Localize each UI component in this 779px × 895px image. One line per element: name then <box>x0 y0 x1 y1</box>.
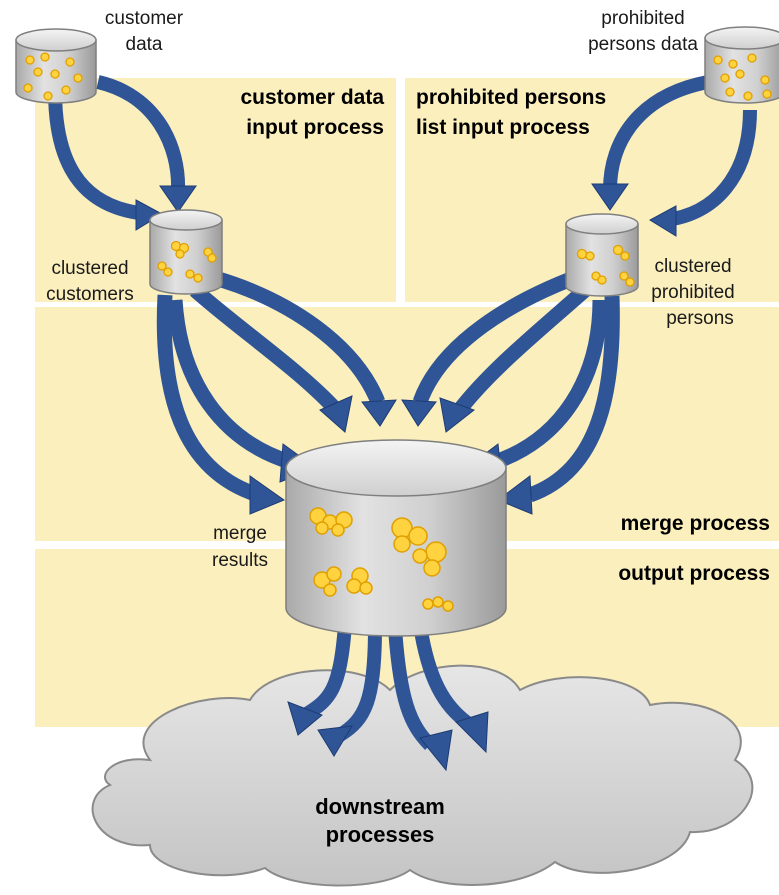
merge-results-cylinder <box>285 439 507 637</box>
arrow-cp-to-merge-2 <box>452 284 590 417</box>
arrowhead <box>135 199 164 231</box>
arrow-cc-to-merge-3 <box>190 284 344 418</box>
arrow-customer-to-clustered-2 <box>96 75 186 193</box>
label-downstream-l2: processes <box>326 822 435 847</box>
heading-prohibited-input-l2: list input process <box>416 116 590 139</box>
arrowhead <box>249 475 286 515</box>
arrowhead <box>591 183 629 211</box>
label-merge-results-l2: results <box>212 550 268 571</box>
arrowhead <box>648 205 677 237</box>
clustered-customers-cylinder <box>149 209 223 295</box>
label-clustered-customers-l2: customers <box>46 284 134 305</box>
label-merge-results-l1: merge <box>213 523 267 544</box>
arrowhead <box>317 725 353 757</box>
heading-prohibited-input-l1: prohibited persons <box>416 86 606 109</box>
arrow-prohibited-to-clustered <box>664 109 757 227</box>
arrow-cc-to-merge-1 <box>156 294 261 503</box>
arrow-cp-to-merge-4 <box>527 295 620 503</box>
arrow-cp-to-merge-3 <box>492 299 608 470</box>
label-clustered-customers-l1: clustered <box>51 258 128 279</box>
arrowhead <box>496 475 533 515</box>
arrowhead <box>319 395 353 433</box>
heading-output-process: output process <box>618 562 770 585</box>
arrow-prohibited-to-clustered-2 <box>603 75 710 191</box>
label-customer-data-l1: customer <box>105 8 184 29</box>
arrow-merge-to-down-1 <box>301 624 352 722</box>
label-prohibited-data-l2: persons data <box>588 34 698 55</box>
label-clustered-prohibited-l2: prohibited <box>651 282 734 303</box>
arrowhead <box>419 729 453 772</box>
arrowhead <box>361 399 397 427</box>
label-customer-data-l2: data <box>126 34 163 55</box>
arrowhead <box>159 185 197 213</box>
heading-customer-input-l2: input process <box>246 116 384 139</box>
arrow-customer-to-clustered <box>48 89 149 221</box>
heading-merge-process: merge process <box>621 512 770 535</box>
arrow-cc-to-merge-2 <box>167 299 293 470</box>
clustered-prohibited-cylinder <box>565 213 639 297</box>
label-downstream-l1: downstream <box>315 794 445 819</box>
customer-data-cylinder <box>15 28 97 104</box>
label-clustered-prohibited-l1: clustered <box>654 256 731 277</box>
arrow-cc-to-merge-4 <box>212 270 385 405</box>
arrowhead <box>401 399 437 427</box>
arrowhead <box>439 397 476 433</box>
arrowhead <box>287 701 323 736</box>
downstream-cloud <box>91 664 754 887</box>
prohibited-data-cylinder <box>704 26 779 104</box>
label-prohibited-data-l1: prohibited <box>601 8 684 29</box>
arrow-cp-to-merge-1 <box>412 264 593 405</box>
arrowhead <box>455 711 489 754</box>
heading-customer-input-l1: customer data <box>240 86 384 109</box>
label-clustered-prohibited-l3: persons <box>666 308 734 329</box>
